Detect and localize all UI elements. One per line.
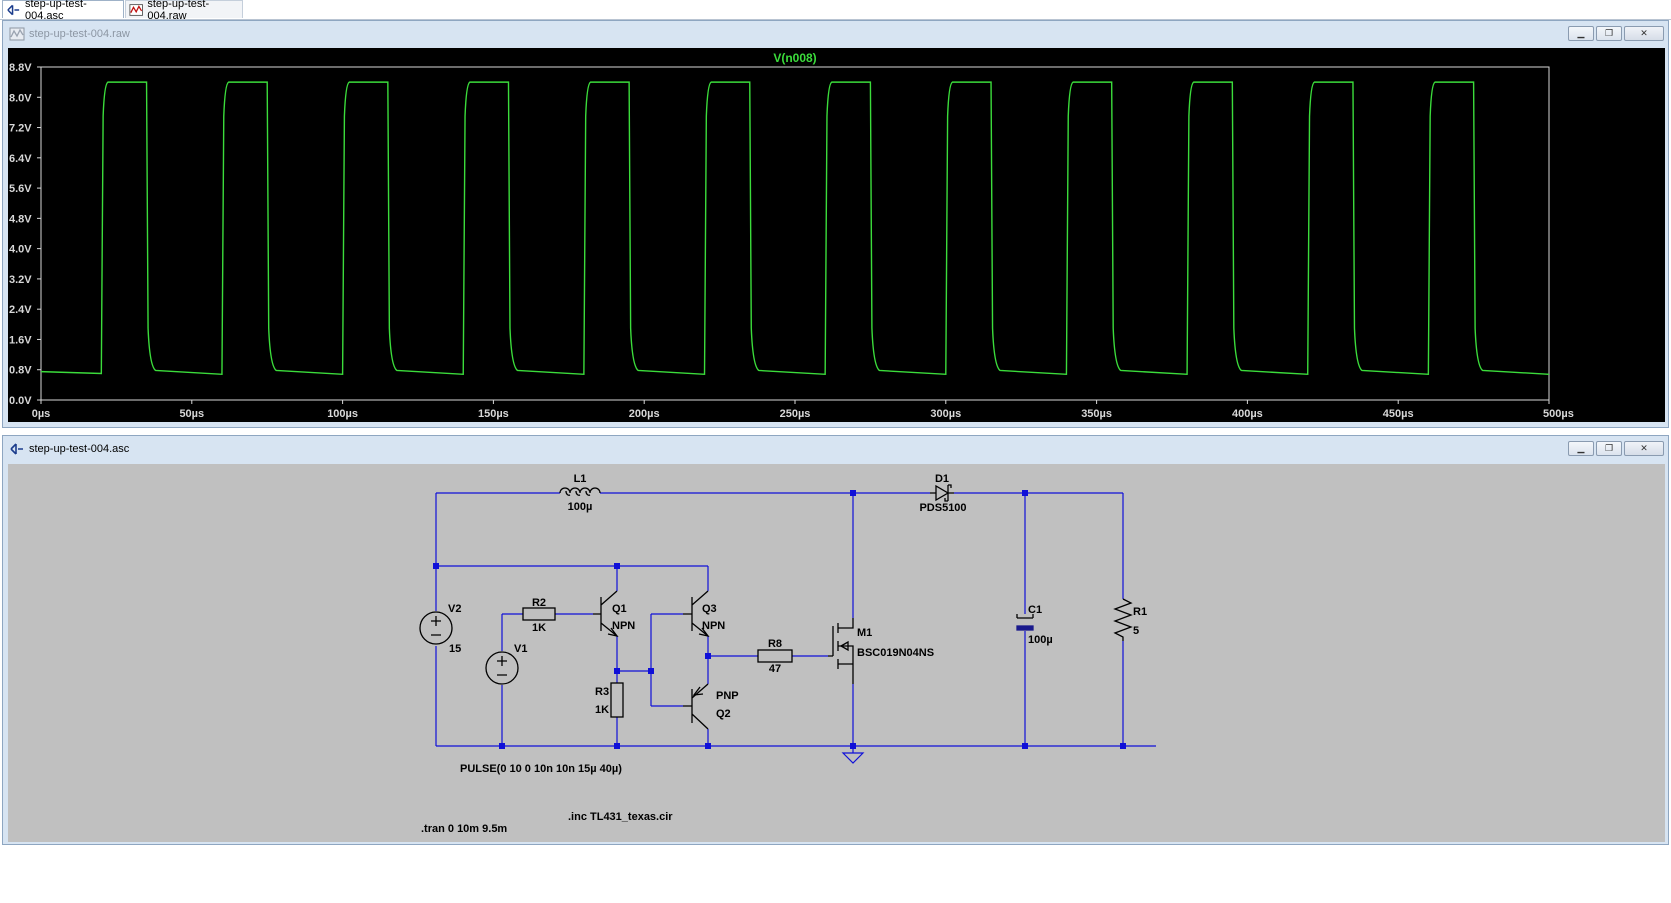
value-m1[interactable]: BSC019N04NS [857,647,934,659]
x-tick-label: 400µs [1232,408,1263,420]
y-tick-label: 4.8V [9,213,32,225]
diode-d1[interactable] [930,484,954,502]
label-r8[interactable]: R8 [768,638,782,650]
x-tick-label: 300µs [930,408,961,420]
schematic-background [8,464,1665,842]
transistor-q1[interactable] [593,590,619,638]
x-tick-label: 450µs [1383,408,1414,420]
restore-button[interactable]: ❐ [1596,441,1622,456]
schematic-icon [10,443,23,455]
plot-background [8,48,1665,422]
y-tick-label: 7.2V [9,123,32,135]
workspace-background [0,847,1671,903]
value-r3[interactable]: 1K [595,704,609,716]
schematic-icon [7,4,20,15]
label-r3[interactable]: R3 [595,686,609,698]
capacitor-c1[interactable] [1016,614,1034,631]
x-tick-label: 50µs [179,408,204,420]
waveform-icon [9,27,25,41]
document-tab-strip: step-up-test-004.asc step-up-test-004.ra… [0,0,1671,22]
y-tick-label: 3.2V [9,274,32,286]
type-q2[interactable]: PNP [716,690,739,702]
y-tick-label: 2.4V [9,304,32,316]
y-tick-label: 4.0V [9,244,32,256]
label-m1[interactable]: M1 [857,627,872,639]
x-tick-label: 350µs [1081,408,1112,420]
y-tick-label: 0.8V [9,365,32,377]
label-r1[interactable]: R1 [1133,606,1147,618]
label-q3[interactable]: Q3 [702,603,717,615]
resistor-r3[interactable] [610,682,624,718]
value-c1[interactable]: 100µ [1028,634,1053,646]
tab-schematic[interactable]: step-up-test-004.asc [2,0,124,22]
transistor-q2[interactable] [683,683,709,730]
y-tick-label: 0.0V [9,395,32,407]
label-q1[interactable]: Q1 [612,603,627,615]
value-l1[interactable]: 100µ [568,501,593,513]
close-button[interactable]: ✕ [1624,26,1664,41]
x-tick-label: 500µs [1543,408,1574,420]
inductor-l1[interactable] [559,487,601,496]
value-v2[interactable]: 15 [449,643,461,655]
directive-pulse[interactable]: PULSE(0 10 0 10n 10n 15µ 40µ) [460,763,622,775]
value-r2[interactable]: 1K [532,622,546,634]
trace-title[interactable]: V(n008) [773,51,816,65]
label-c1[interactable]: C1 [1028,604,1042,616]
label-r2[interactable]: R2 [532,597,546,609]
y-tick-label: 1.6V [9,334,32,346]
minimize-button[interactable]: ▁ [1568,441,1594,456]
resistor-r8[interactable] [757,649,793,663]
label-q2[interactable]: Q2 [716,708,731,720]
x-tick-label: 0µs [32,408,51,420]
voltage-source-v1[interactable] [485,651,519,685]
x-tick-label: 100µs [327,408,358,420]
label-d1[interactable]: D1 [935,473,949,485]
component-labels: L1 100µ D1 PDS5100 V2 15 R2 1K Q1 NPN Q3… [421,473,1147,835]
directive-tran[interactable]: .tran 0 10m 9.5m [421,823,507,835]
y-tick-label: 8.8V [9,62,32,74]
value-r1[interactable]: 5 [1133,625,1139,637]
label-v2[interactable]: V2 [448,603,461,615]
mosfet-m1[interactable] [828,618,854,684]
y-tick-label: 8.0V [9,92,32,104]
schematic-window[interactable]: step-up-test-004.asc ▁ ❐ ✕ [2,435,1669,845]
window-title: step-up-test-004.asc [29,443,130,455]
type-q1[interactable]: NPN [612,620,635,632]
x-axis: 0µs 50µs 100µs 150µs 200µs 250µs 300µs 350µs 400… [32,400,1574,420]
x-tick-label: 150µs [478,408,509,420]
trace-v-n008[interactable] [40,81,1550,376]
type-q3[interactable]: NPN [702,620,725,632]
restore-button[interactable]: ❐ [1596,26,1622,41]
y-tick-label: 5.6V [9,183,32,195]
directive-inc[interactable]: .inc TL431_texas.cir [568,811,673,823]
value-r8[interactable]: 47 [769,663,781,675]
schematic-canvas[interactable]: L1 100µ D1 PDS5100 V2 15 R2 1K Q1 NPN Q3… [8,464,1665,842]
y-tick-label: 6.4V [9,153,32,165]
transistor-q3[interactable] [683,590,710,638]
tab-label: step-up-test-004.asc [25,0,87,22]
close-button[interactable]: ✕ [1624,441,1664,456]
window-title: step-up-test-004.raw [29,28,130,40]
resistor-r1[interactable] [1113,598,1133,641]
ground-icon [841,752,865,764]
schematic-window-titlebar[interactable]: step-up-test-004.asc ▁ ❐ ✕ [3,436,1668,462]
voltage-source-v2[interactable] [419,611,453,645]
tab-label: step-up-test-004.raw [147,0,210,22]
label-v1[interactable]: V1 [514,643,527,655]
tab-waveform[interactable]: step-up-test-004.raw [125,0,243,22]
y-axis: 8.8V 8.0V 7.2V 6.4V 5.6V 4.8V 4.0V 3.2V 2.4V 1.6V… [9,62,41,407]
x-tick-label: 200µs [629,408,660,420]
resistor-r2[interactable] [522,607,556,621]
waveform-icon [129,3,143,16]
waveform-plot[interactable]: V(n008) 8.8V 8.0V 7.2V 6.4V 5.6V 4.8V 4.0V 3.2V… [8,48,1665,422]
label-l1[interactable]: L1 [574,473,587,485]
value-d1[interactable]: PDS5100 [919,502,966,514]
x-tick-label: 250µs [780,408,811,420]
minimize-button[interactable]: ▁ [1568,26,1594,41]
junction-dots [433,490,1126,749]
waveform-window-titlebar[interactable]: step-up-test-004.raw ▁ ❐ ✕ [3,21,1668,47]
